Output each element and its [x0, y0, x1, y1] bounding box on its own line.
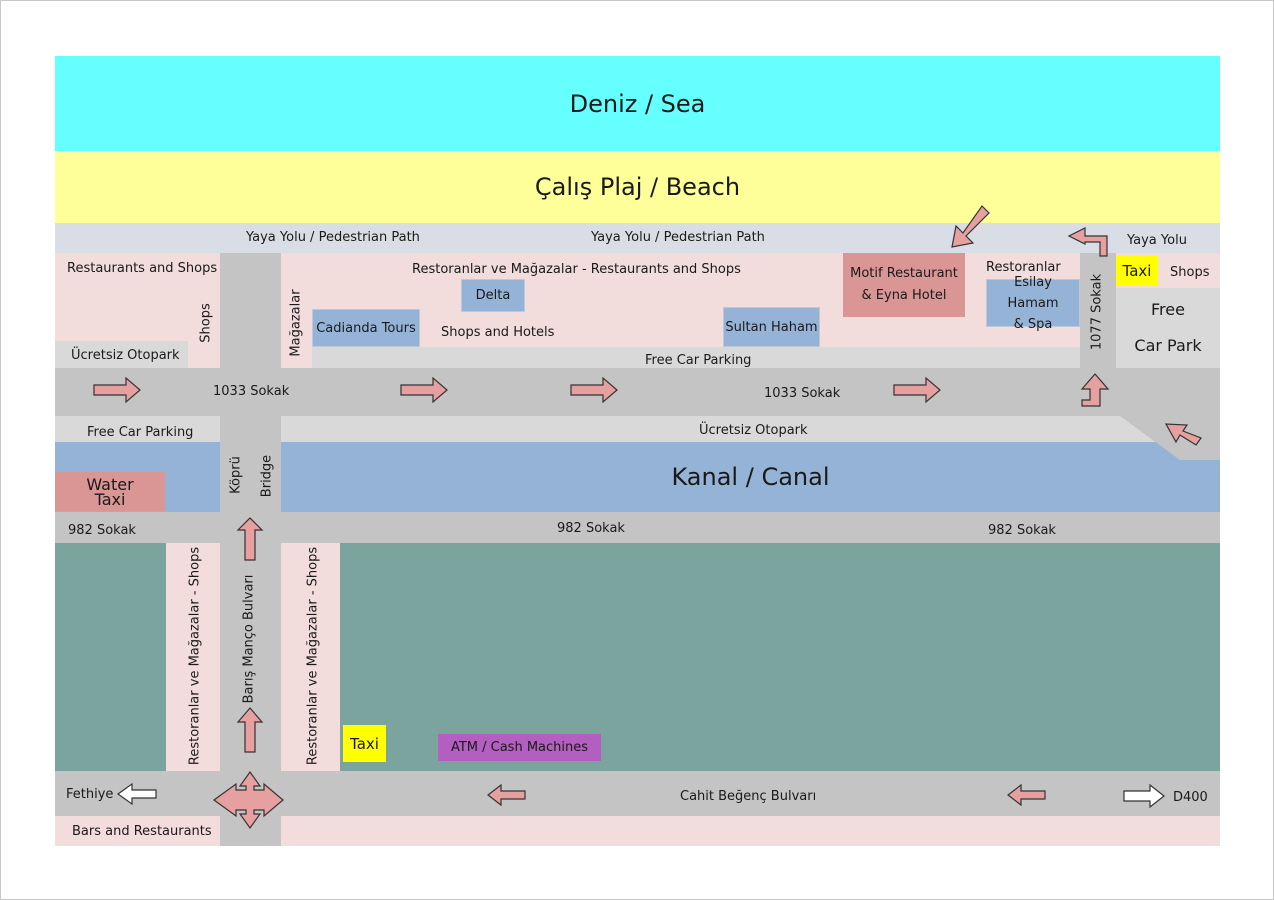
sea-zone: Deniz / Sea	[55, 56, 1220, 151]
arrow-left-outline-icon	[116, 782, 157, 806]
taxi-stand-top: Taxi	[1116, 256, 1158, 286]
shops-hotels-label: Shops and Hotels	[441, 325, 555, 340]
restoranlar-right-label: Restoranlar	[986, 260, 1061, 275]
pedestrian-path	[55, 223, 1220, 253]
road-1033-sokak	[55, 368, 1220, 416]
motif-restaurant-line1: Motif Restaurant	[850, 266, 958, 281]
arrow-down-left-icon	[951, 205, 990, 248]
water-taxi-line1: Water	[86, 474, 134, 494]
water-taxi-box: Water Taxi	[55, 472, 165, 511]
esilay-hamam-line1: Esilay Hamam	[1007, 274, 1059, 311]
arrow-four-way-icon	[212, 770, 284, 830]
free-car-park-line2: Car Park	[1134, 336, 1202, 355]
cahit-begenc-label: Cahit Beğenç Bulvarı	[680, 789, 817, 804]
bars-restaurants-label: Bars and Restaurants	[72, 824, 212, 839]
arrow-turn-up-icon	[1080, 373, 1110, 407]
pedestrian-path-label-right: Yaya Yolu	[1127, 233, 1187, 248]
arrow-turn-left-icon	[1067, 227, 1108, 257]
parking-ucretsiz-left-label: Ücretsiz Otopark	[71, 348, 180, 363]
pedestrian-path-label-left: Yaya Yolu / Pedestrian Path	[246, 230, 420, 245]
parking-free-top	[312, 347, 1080, 368]
arrow-left-icon	[1007, 783, 1046, 807]
arrow-right-outline-icon	[1123, 783, 1165, 809]
taxi-stand-bottom: Taxi	[343, 725, 386, 762]
arrow-right-icon	[893, 376, 941, 404]
cadianda-tours-label: Cadianda Tours	[316, 320, 416, 336]
canal-main: Kanal / Canal	[281, 442, 1220, 512]
arrow-up-icon	[236, 707, 264, 753]
parking-ucretsiz-left	[55, 341, 188, 368]
atm-box: ATM / Cash Machines	[438, 734, 601, 761]
taxi-stand-bottom-label: Taxi	[350, 734, 379, 753]
shop-area-left	[55, 253, 220, 341]
atm-label: ATM / Cash Machines	[450, 740, 589, 755]
shops-right-label: Shops	[1170, 265, 1210, 280]
pedestrian-path-label-mid: Yaya Yolu / Pedestrian Path	[591, 230, 765, 245]
sea-label: Deniz / Sea	[569, 89, 706, 118]
arrow-right-icon	[570, 376, 618, 404]
arrow-right-icon	[93, 376, 141, 404]
motif-restaurant-box: Motif Restaurant & Eyna Hotel	[843, 253, 965, 317]
arrow-left-icon	[487, 783, 526, 807]
parking-ucretsiz-canal-label: Ücretsiz Otopark	[699, 423, 808, 438]
free-car-park-box: Free Car Park	[1116, 288, 1220, 368]
sokak-1033-left-label: 1033 Sokak	[213, 384, 290, 399]
land-south-main	[340, 543, 1220, 771]
sokak-982-left-label: 982 Sokak	[68, 523, 136, 538]
beach-label: Çalış Plaj / Beach	[534, 173, 741, 201]
shop-area-magazalar-strip	[281, 347, 312, 368]
d400-label: D400	[1173, 790, 1208, 805]
restaurants-shops-left-label: Restaurants and Shops	[67, 261, 218, 276]
sultan-haham-label: Sultan Haham	[725, 319, 818, 335]
beach-zone: Çalış Plaj / Beach	[55, 151, 1220, 223]
delta-box: Delta	[461, 279, 525, 312]
arrow-up-left-icon	[1164, 423, 1202, 446]
shop-strip-south-right	[281, 543, 340, 771]
esilay-hamam-line2: & Spa	[1013, 316, 1053, 332]
cadianda-tours-box: Cadianda Tours	[312, 309, 420, 347]
restoranlar-banner-label: Restoranlar ve Mağazalar - Restaurants a…	[412, 262, 741, 277]
sokak-982-right-label: 982 Sokak	[988, 523, 1056, 538]
parking-free-left-label: Free Car Parking	[87, 425, 194, 440]
road-1077-sokak	[1080, 253, 1116, 368]
canal-label: Kanal / Canal	[671, 463, 830, 491]
free-car-park-line1: Free	[1151, 300, 1185, 319]
water-taxi-line2: Taxi	[94, 489, 126, 509]
esilay-hamam-box: Esilay Hamam & Spa	[986, 275, 1080, 332]
shop-area-bottom	[281, 816, 1220, 846]
parking-ucretsiz-canal	[281, 416, 1220, 442]
land-south-west	[55, 543, 166, 771]
bars-restaurants-area	[55, 816, 220, 846]
arrow-up-icon	[236, 517, 264, 561]
sokak-1033-right-label: 1033 Sokak	[764, 386, 841, 401]
shop-area-left-strip	[188, 341, 220, 368]
fethiye-label: Fethiye	[66, 787, 114, 802]
delta-label: Delta	[475, 288, 511, 303]
sokak-982-mid-label: 982 Sokak	[557, 521, 625, 536]
bridge-road	[220, 416, 281, 512]
parking-free-top-label: Free Car Parking	[645, 353, 752, 368]
shop-strip-south-left	[166, 543, 220, 771]
motif-restaurant-line2: & Eyna Hotel	[861, 288, 947, 303]
arrow-right-icon	[400, 376, 448, 404]
taxi-stand-top-label: Taxi	[1122, 262, 1152, 280]
parking-free-left	[55, 416, 220, 442]
sultan-haham-box: Sultan Haham	[723, 307, 820, 347]
road-baris-manco-north	[220, 253, 281, 368]
